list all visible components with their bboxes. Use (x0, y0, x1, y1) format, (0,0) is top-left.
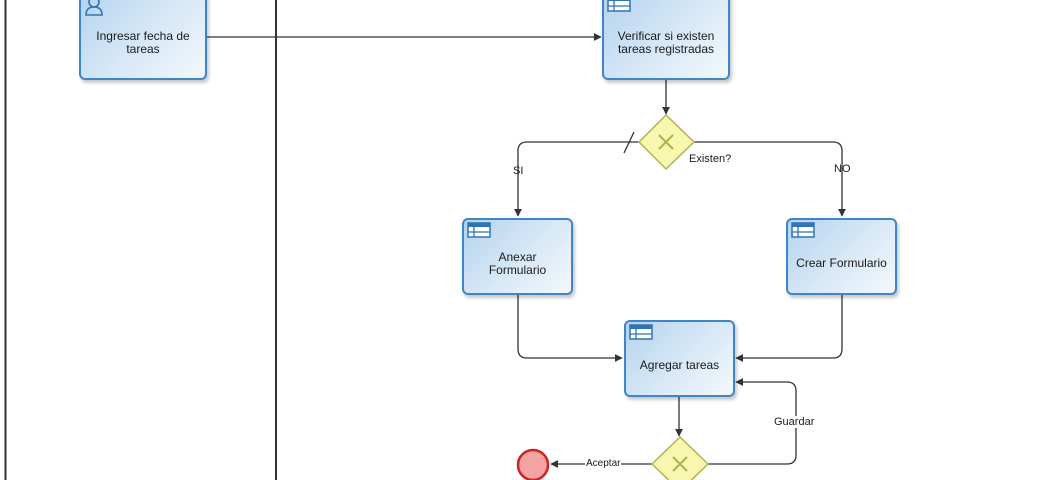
task-crear-formulario[interactable]: Crear Formulario (786, 218, 897, 295)
task-label: Ingresar fecha de tareas (96, 29, 190, 56)
table-icon (791, 222, 815, 241)
flow-aceptar-label: Aceptar (585, 458, 622, 469)
table-icon (629, 324, 653, 343)
table-icon (607, 0, 631, 15)
task-anexar-formulario[interactable]: Anexar Formulario (462, 218, 573, 295)
gateway-existen-label: Existen? (689, 153, 732, 165)
flow-no[interactable] (694, 141, 846, 217)
default-flow-marker (623, 131, 635, 154)
table-icon (467, 222, 491, 241)
flow-no-label: NO (834, 163, 851, 175)
task-ingresar-fecha[interactable]: Ingresar fecha de tareas (79, 0, 207, 80)
flow-si[interactable] (514, 141, 639, 217)
user-icon (84, 0, 104, 19)
task-label: Verificar si existen tareas registradas (617, 29, 715, 56)
gateway-existen[interactable] (637, 113, 696, 171)
end-event[interactable] (516, 448, 550, 480)
task-label: Agregar tareas (639, 358, 720, 372)
gateway-guardar-aceptar[interactable] (650, 435, 710, 480)
flow-guardar-label: Guardar (773, 416, 816, 428)
flow-crear-to-agregar[interactable] (735, 295, 843, 362)
task-label: Crear Formulario (796, 256, 887, 270)
task-agregar-tareas[interactable]: Agregar tareas (624, 320, 735, 397)
flow-anexar-to-agregar[interactable] (517, 295, 623, 362)
flow-si-label: SI (513, 165, 524, 177)
task-verificar-tareas[interactable]: Verificar si existen tareas registradas (602, 0, 730, 80)
task-label: Anexar Formulario (488, 249, 547, 277)
